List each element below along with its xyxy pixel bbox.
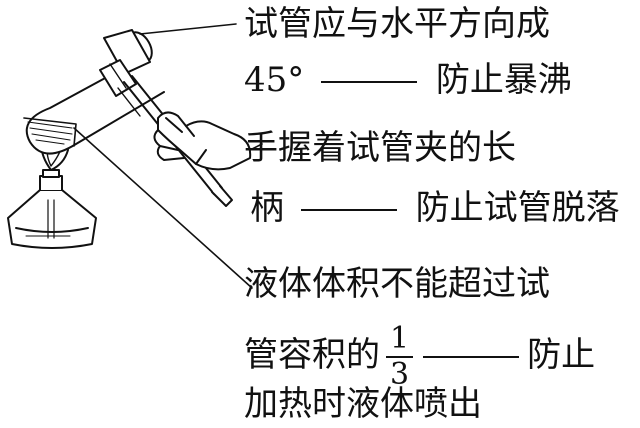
leader-line-volume xyxy=(73,127,253,289)
fraction-bar xyxy=(386,356,414,358)
fraction-numerator: 1 xyxy=(390,321,410,356)
angle-note-line2: 45° 防止暴沸 xyxy=(244,60,572,100)
test-tube-clamp xyxy=(99,59,233,207)
hand xyxy=(153,111,252,171)
grip-reason: 防止试管脱落 xyxy=(415,188,620,228)
volume-note-line3: 加热时液体喷出 xyxy=(244,384,482,424)
dash-separator xyxy=(300,209,397,211)
grip-note-line2: 柄 防止试管脱落 xyxy=(250,188,620,228)
grip-word: 柄 xyxy=(250,188,284,228)
fraction-denominator: 3 xyxy=(390,357,410,392)
angle-note-line1: 试管应与水平方向成 xyxy=(244,4,550,44)
grip-note-line1: 手握着试管夹的长 xyxy=(244,128,516,168)
dash-separator xyxy=(321,81,418,83)
volume-reason: 防止 xyxy=(527,335,596,375)
angle-reason: 防止暴沸 xyxy=(435,60,572,100)
angle-value: 45° xyxy=(244,60,305,100)
leader-line-angle xyxy=(139,23,237,35)
volume-note-line1: 液体体积不能超过试 xyxy=(244,264,550,304)
alcohol-lamp xyxy=(7,169,97,249)
dash-separator xyxy=(423,356,520,358)
leader-line-grip xyxy=(249,143,263,151)
volume-prefix: 管容积的 xyxy=(244,335,380,375)
